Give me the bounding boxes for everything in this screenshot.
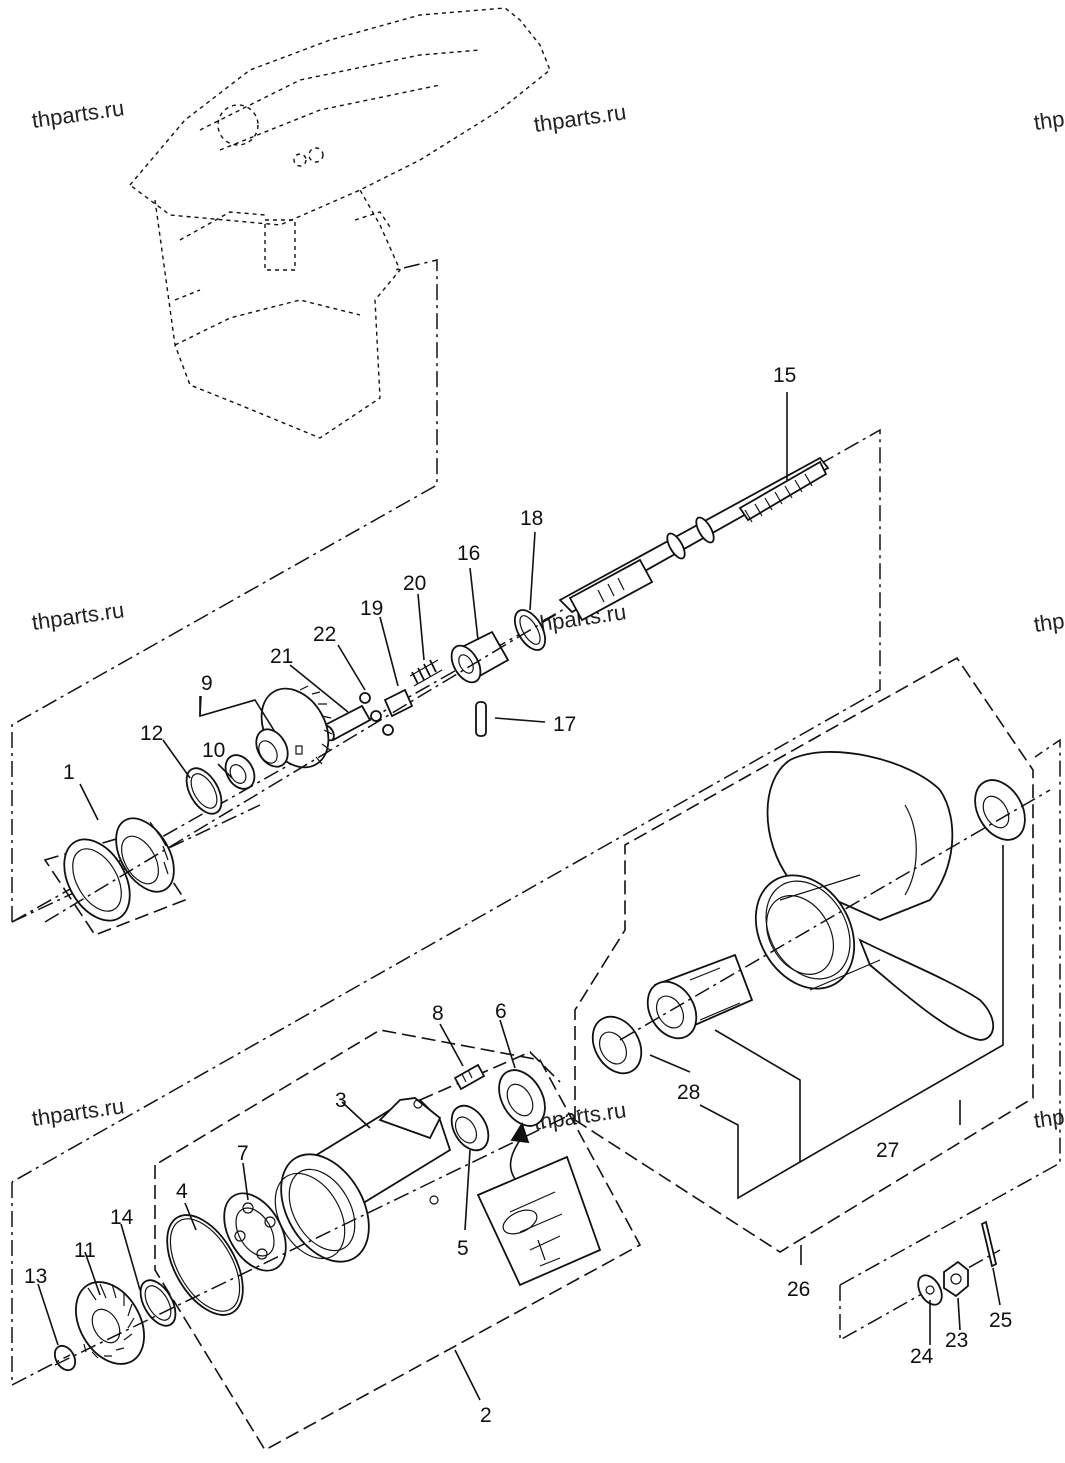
callout-15: 15 <box>773 364 796 387</box>
callout-5: 5 <box>457 1237 469 1260</box>
callout-10: 10 <box>202 739 225 762</box>
cross-pin <box>475 701 487 737</box>
needle-bearing <box>224 754 256 790</box>
callout-7: 7 <box>237 1142 249 1165</box>
ball-1 <box>359 692 371 704</box>
watermark-3: thparts.ru <box>1032 97 1065 135</box>
propeller-blade-upper <box>766 751 954 921</box>
spring <box>411 659 437 685</box>
callout-3: 3 <box>335 1089 347 1112</box>
callout-23: 23 <box>945 1329 968 1352</box>
shaft-components <box>44 609 561 923</box>
watermark-7: thparts.ru <box>30 1093 126 1131</box>
callout-11: 11 <box>74 1239 96 1262</box>
housing-needle-bearing <box>450 1104 490 1152</box>
watermark-8: thparts.ru <box>532 1097 628 1135</box>
assembly-boundaries <box>11 259 1061 1452</box>
callout-8: 8 <box>432 1002 444 1025</box>
bolt <box>453 1063 486 1091</box>
bearing-housing-boundary <box>154 1029 642 1452</box>
callout-12: 12 <box>140 722 163 745</box>
callout-28: 28 <box>677 1081 700 1104</box>
callout-24: 24 <box>910 1345 934 1368</box>
callout-9: 9 <box>201 672 213 695</box>
prop-nut <box>943 1260 969 1298</box>
callout-2: 2 <box>480 1404 492 1427</box>
callout-14: 14 <box>110 1206 134 1229</box>
propeller-shaft <box>558 456 830 622</box>
lower-case-housing <box>128 7 551 439</box>
prop-bushing <box>646 953 754 1040</box>
callout-22: 22 <box>313 623 336 646</box>
forward-gear <box>255 685 333 769</box>
spacer-washer <box>974 779 1026 841</box>
callout-16: 16 <box>457 542 480 565</box>
callout-25: 25 <box>989 1309 1012 1332</box>
ball-3 <box>382 724 394 736</box>
cotter-pin <box>980 1220 998 1268</box>
callout-17: 17 <box>553 713 576 736</box>
shaft-axis-top <box>11 259 438 922</box>
watermark-6: thparts.ru <box>1032 599 1065 637</box>
callout-21: 21 <box>270 645 293 668</box>
bearing-set-boundary <box>43 831 187 936</box>
propeller-blade-lower <box>858 938 995 1041</box>
thrust-washer <box>591 1015 643 1075</box>
reverse-shim <box>139 1279 177 1327</box>
callout-4: 4 <box>176 1180 188 1203</box>
callout-26: 26 <box>787 1278 810 1301</box>
watermark-4: thparts.ru <box>30 597 126 635</box>
watermark-1: thparts.ru <box>30 95 126 133</box>
circlip <box>53 1344 77 1372</box>
shim <box>185 767 223 815</box>
callout-27: 27 <box>876 1139 899 1162</box>
washer <box>917 1274 943 1306</box>
watermark-2: thparts.ru <box>532 99 628 137</box>
callout-13: 13 <box>24 1265 47 1288</box>
callouts: 1 2 3 4 5 6 7 8 9 10 11 12 13 14 15 16 1… <box>24 364 1012 1427</box>
oil-seal <box>498 1069 546 1127</box>
propeller-group <box>591 751 1051 1306</box>
callout-6: 6 <box>495 1000 507 1023</box>
bearing-housing <box>274 1097 452 1263</box>
o-ring <box>166 1214 244 1316</box>
ball-2 <box>370 710 382 722</box>
callout-1: 1 <box>63 761 75 784</box>
ball-bearing <box>223 1192 287 1272</box>
installer-inset <box>476 1155 602 1287</box>
propeller-group-boundary <box>574 656 1034 1253</box>
bearing-housing-components <box>53 1063 602 1372</box>
callout-20: 20 <box>403 572 426 595</box>
tapered-roller-bearing <box>63 817 175 922</box>
callout-18: 18 <box>520 507 543 530</box>
callout-19: 19 <box>360 597 383 620</box>
leader-lines <box>37 392 1001 1401</box>
slider <box>383 688 414 718</box>
reverse-gear <box>75 1281 145 1365</box>
